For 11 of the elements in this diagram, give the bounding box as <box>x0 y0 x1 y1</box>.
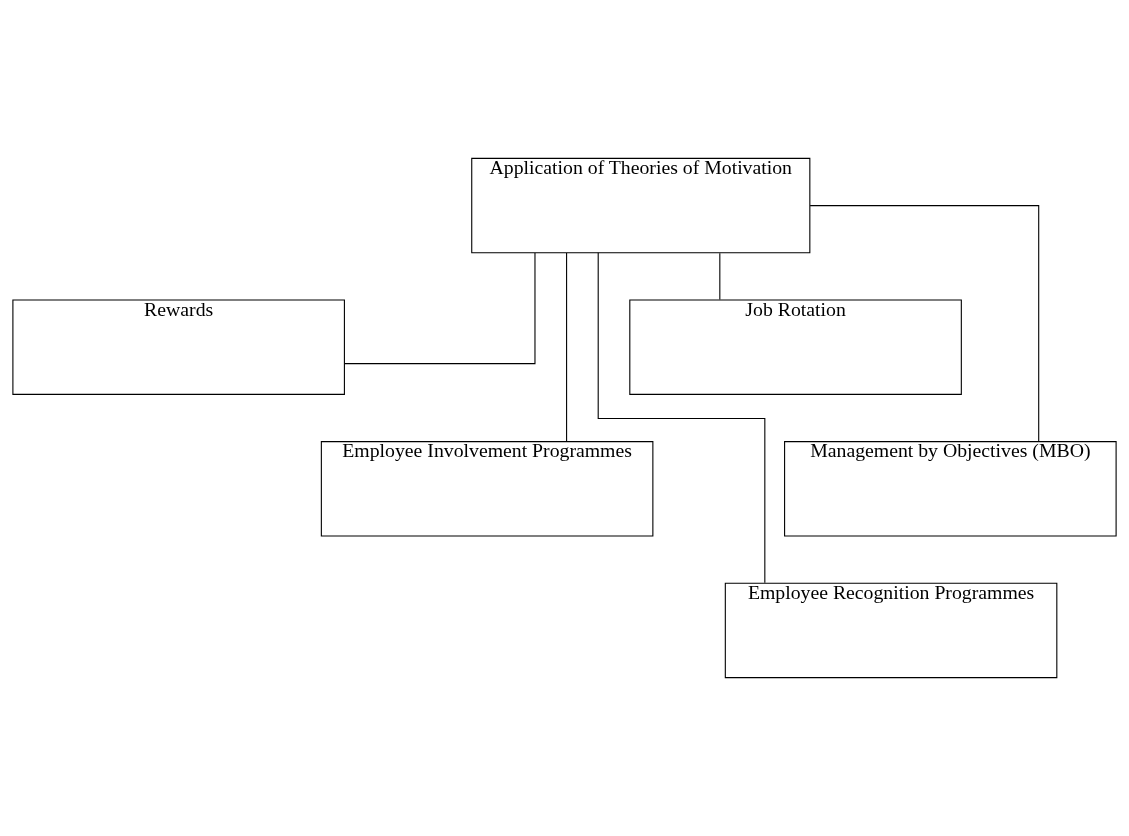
connector <box>344 252 536 365</box>
connector <box>566 252 568 442</box>
connector <box>809 205 1040 442</box>
node-box: Rewards <box>12 299 345 395</box>
node-box: Employee Recognition Programmes <box>724 582 1058 679</box>
connector <box>597 252 766 584</box>
connector <box>719 252 721 301</box>
node-box: Management by Objectives (MBO) <box>784 441 1117 537</box>
node-box: Application of Theories of Motivation <box>471 157 811 254</box>
node-box: Job Rotation <box>629 299 962 395</box>
node-box: Employee Involvement Programmes <box>320 441 654 537</box>
